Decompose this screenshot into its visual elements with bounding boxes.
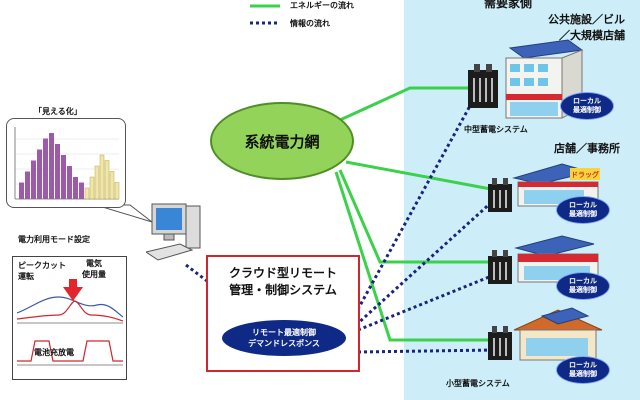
- mid-system-label: 中型蓄電システム: [464, 125, 528, 134]
- cloud-title-line1: クラウド型リモート: [228, 266, 337, 280]
- badge-shop3-line2: 最適制御: [569, 370, 597, 378]
- mode-setting-label: 電力利用モード設定: [18, 235, 90, 244]
- histogram-bar-purple: [67, 166, 72, 199]
- mid-battery-icon: [466, 64, 500, 110]
- demand-chart: [12, 256, 127, 380]
- histogram-bar-purple: [37, 149, 42, 199]
- badge-mid-line1: ローカル: [573, 97, 601, 105]
- badge-shop2-line2: 最適制御: [569, 286, 597, 294]
- histogram: [14, 127, 120, 200]
- histogram-bar-yellow: [104, 160, 110, 200]
- histogram-bar-yellow: [94, 165, 100, 200]
- visualization-label: 「見える化」: [34, 107, 82, 116]
- demand-side-title: 需要家側: [484, 0, 533, 10]
- local-control-badge-shop2: ローカル 最適制御: [556, 272, 610, 300]
- small-system-label: 小型蓄電システム: [446, 379, 510, 388]
- local-control-badge-shop1: ローカル 最適制御: [556, 196, 610, 224]
- cloud-system-title: クラウド型リモート 管理・制御システム: [208, 265, 358, 299]
- badge-shop1-line1: ローカル: [569, 201, 597, 209]
- remote-control-ellipse: リモート最適制御 デマンドレスポンス: [222, 320, 346, 356]
- shop3-building-icon: [512, 306, 604, 362]
- energy-line-shop3: [334, 171, 496, 342]
- badge-shop2-line1: ローカル: [569, 277, 597, 285]
- histogram-bar-yellow: [114, 182, 120, 200]
- shop1-battery-icon: [486, 178, 514, 214]
- shop2-building-icon: [512, 234, 604, 284]
- usage-line1: 電気: [86, 259, 102, 268]
- histogram-bar-purple: [25, 171, 30, 199]
- histogram-bar-yellow: [109, 171, 115, 200]
- histogram-bar-purple: [31, 160, 36, 199]
- histogram-bar-purple: [73, 177, 78, 199]
- histogram-bar-purple: [61, 155, 66, 199]
- cloud-title-line2: 管理・制御システム: [229, 283, 337, 297]
- badge-mid-line2: 最適制御: [573, 106, 601, 114]
- info-line-shop1: [354, 198, 496, 327]
- info-line-shop3: [357, 348, 495, 354]
- shop2-battery-icon: [486, 250, 514, 286]
- histogram-bar-yellow: [89, 176, 95, 200]
- local-control-badge-shop3: ローカル 最適制御: [556, 356, 610, 384]
- public-label-line1: 公共施設／ビル: [548, 13, 625, 26]
- peak-cut-line1: ピークカット: [18, 261, 66, 270]
- energy-line-shop2: [338, 169, 496, 264]
- histogram-bar-purple: [43, 138, 48, 199]
- shop-office-label: 店舗／事務所: [554, 142, 620, 155]
- shop1-sign: ドラッグ: [571, 171, 599, 179]
- public-label-line2: ／大規模店舗: [559, 29, 625, 42]
- energy-line-mid: [339, 86, 480, 122]
- energy-line-shop1: [345, 160, 497, 192]
- histogram-bar-yellow: [99, 154, 105, 200]
- info-line-shop2: [357, 273, 495, 332]
- cloud-system-box: クラウド型リモート 管理・制御システム リモート最適制御 デマンドレスポンス: [206, 255, 360, 372]
- peak-cut-line2: 運転: [18, 272, 34, 281]
- power-grid-label: 系統電力網: [244, 132, 320, 151]
- badge-shop1-line2: 最適制御: [569, 210, 597, 218]
- legend-info-label: 情報の流れ: [290, 19, 330, 28]
- badge-shop3-line1: ローカル: [569, 361, 597, 369]
- info-line-mid: [350, 94, 478, 321]
- legend-energy-label: エネルギーの流れ: [290, 1, 354, 10]
- remote-control-line2: デマンドレスポンス: [248, 339, 320, 348]
- battery-label: 電池充放電: [34, 348, 74, 357]
- histogram-bar-purple: [55, 144, 60, 199]
- public-facility-label: 公共施設／ビル ／大規模店舗: [548, 12, 625, 44]
- shop3-battery-icon: [486, 326, 514, 362]
- histogram-bar-yellow: [84, 187, 90, 200]
- computer-icon: [144, 200, 206, 264]
- remote-control-line1: リモート最適制御: [252, 328, 316, 337]
- histogram-bar-purple: [49, 133, 54, 199]
- power-grid-ellipse: 系統電力網: [210, 102, 354, 180]
- usage-label: 電気 使用量: [82, 258, 106, 280]
- visualization-bubble: [6, 118, 126, 208]
- histogram-bar-purple: [79, 182, 84, 199]
- histogram-bar-purple: [19, 182, 24, 199]
- local-control-badge-mid: ローカル 最適制御: [560, 92, 614, 120]
- usage-line2: 使用量: [82, 270, 106, 279]
- peak-cut-label: ピークカット 運転: [18, 260, 66, 282]
